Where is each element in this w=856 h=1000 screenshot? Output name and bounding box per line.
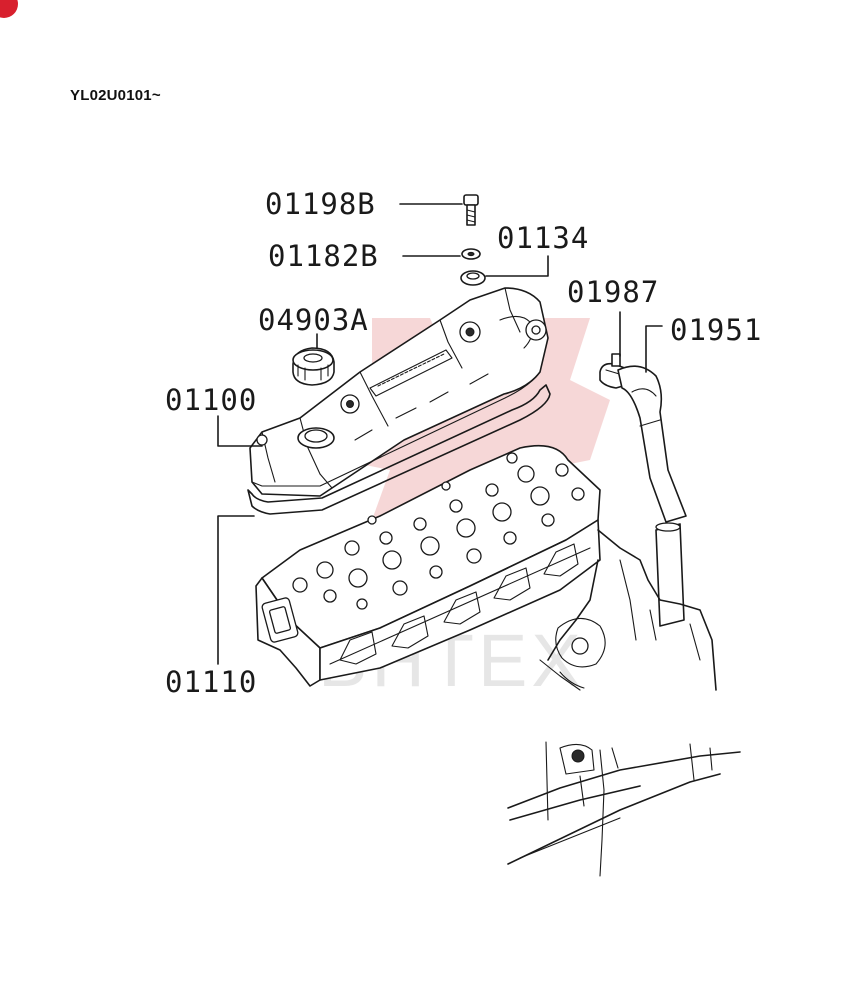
deck-holes xyxy=(292,452,585,610)
rocker-cover-part[interactable] xyxy=(247,287,551,515)
grommet-part[interactable] xyxy=(460,270,486,286)
cylinder-head-part[interactable] xyxy=(255,444,601,687)
label-01987[interactable]: 01987 xyxy=(567,275,659,309)
top-bolt-part[interactable] xyxy=(463,194,479,226)
leader-01951 xyxy=(645,325,663,373)
label-01100[interactable]: 01100 xyxy=(165,383,257,417)
washer-part[interactable] xyxy=(461,248,481,260)
leader-01134 xyxy=(485,255,549,277)
serial-number-range: YL02U0101~ xyxy=(70,87,161,104)
corner-badge xyxy=(0,0,18,18)
leader-01100 xyxy=(217,415,263,447)
side-ports xyxy=(329,543,591,665)
label-04903A[interactable]: 04903A xyxy=(258,303,369,337)
label-01951[interactable]: 01951 xyxy=(670,313,762,347)
label-01134[interactable]: 01134 xyxy=(497,221,589,255)
label-01198B[interactable]: 01198B xyxy=(265,187,376,221)
label-01110[interactable]: 01110 xyxy=(165,665,257,699)
label-01182B[interactable]: 01182B xyxy=(268,239,379,273)
leader-01110 xyxy=(217,515,255,665)
oil-cap-part[interactable] xyxy=(292,347,335,386)
engine-block-context xyxy=(507,529,741,877)
